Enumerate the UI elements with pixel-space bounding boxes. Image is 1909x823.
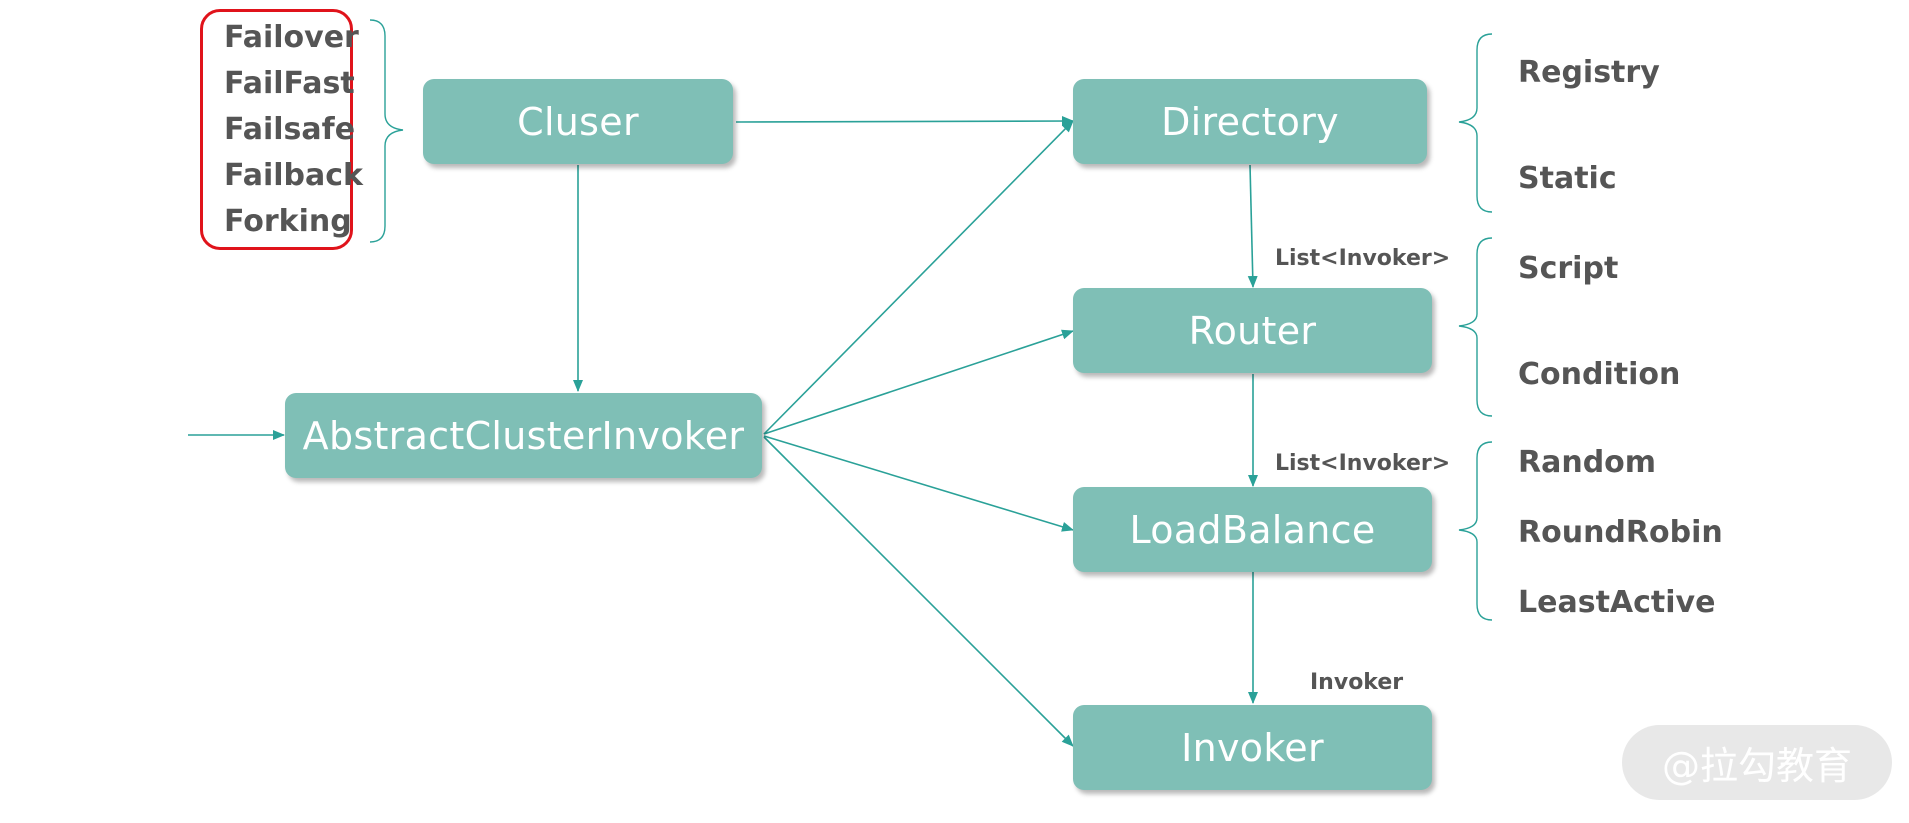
edge-cluster-to-directory [735, 116, 1074, 127]
brace-router-types [1458, 237, 1493, 417]
load-balance-type-label: Random [1518, 445, 1657, 480]
abstract-cluster-invoker-node: AbstractClusterInvoker [285, 393, 762, 478]
router-node: Router [1073, 288, 1432, 373]
edge-abstract-invoker-to-invoker [763, 436, 1074, 747]
edge-abstract-invoker-to-router [763, 329, 1074, 435]
watermark-badge: @拉勾教育 [1622, 725, 1892, 800]
router-type-label: Condition [1518, 357, 1681, 392]
brace-load-balance-types [1458, 441, 1493, 621]
directory-type-label: Registry [1518, 55, 1660, 90]
edge-label-router-load-balance: List<Invoker> [1275, 451, 1451, 476]
invoker-node: Invoker [1073, 705, 1432, 790]
edge-directory-to-router [1247, 164, 1258, 288]
load-balance-type-label: LeastActive [1518, 585, 1716, 620]
load-balance-node: LoadBalance [1073, 487, 1432, 572]
router-type-label: Script [1518, 251, 1619, 286]
edge-label-directory-router: List<Invoker> [1275, 246, 1451, 271]
brace-cluster-strategies [369, 19, 404, 243]
cluster-strategy-item: Failsafe [224, 112, 356, 147]
edge-abstract-invoker-to-load-balance [763, 435, 1074, 532]
cluster-strategy-item: Forking [224, 204, 352, 239]
cluster-node: Cluser [423, 79, 733, 164]
cluster-strategy-item: Failover [224, 20, 359, 55]
cluster-strategy-item: Failback [224, 158, 363, 193]
load-balance-type-label: RoundRobin [1518, 515, 1723, 550]
cluster-strategy-highlight [200, 9, 353, 250]
directory-node: Directory [1073, 79, 1427, 164]
brace-directory-types [1458, 33, 1493, 213]
edge-abstract-invoker-to-directory [763, 120, 1074, 435]
cluster-strategy-item: FailFast [224, 66, 355, 101]
edge-label-load-balance-invoker: Invoker [1310, 670, 1404, 695]
directory-type-label: Static [1518, 161, 1617, 196]
